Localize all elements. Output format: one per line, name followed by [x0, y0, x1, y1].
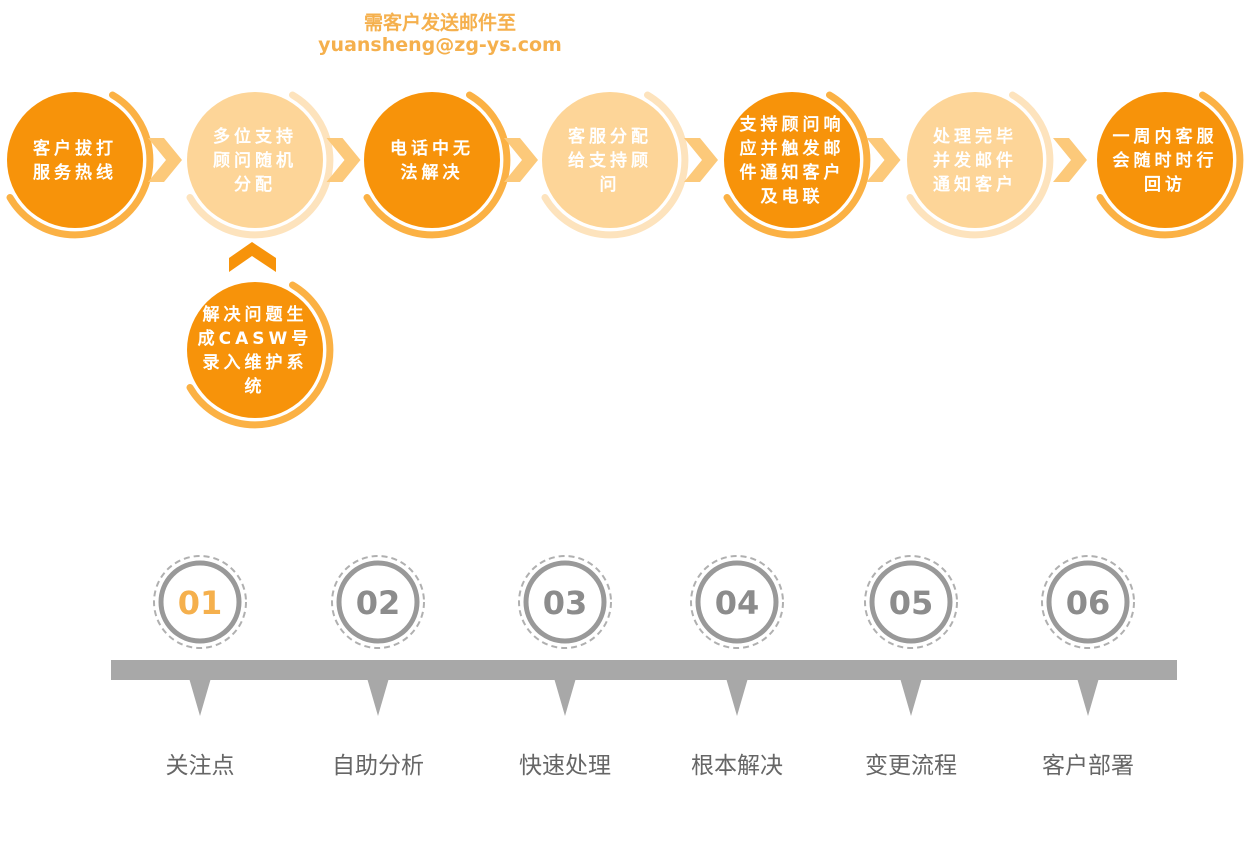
circle-ring — [6, 91, 154, 239]
email-note-title: 需客户发送邮件至 — [363, 12, 516, 34]
circle-text-line: 统 — [245, 376, 266, 397]
node-number: 01 — [178, 584, 223, 622]
node-pointer — [1077, 678, 1099, 716]
circle-text-line: 问 — [600, 174, 621, 195]
timeline-label: 变更流程 — [865, 753, 957, 779]
circle-text-line: 解决问题生 — [203, 304, 308, 325]
timeline-node-04: 04 — [690, 555, 784, 716]
circle-text-line: 服务热线 — [33, 162, 117, 183]
circle-text-line: 电话中无 — [390, 138, 474, 159]
timeline-node-01: 01 — [153, 555, 247, 716]
timeline-node-03: 03 — [518, 555, 612, 716]
node-number: 02 — [356, 584, 401, 622]
node-circle — [523, 560, 607, 644]
node-dashed-ring — [690, 555, 784, 649]
circle-text-line: 件通知客户 — [740, 162, 845, 183]
circle-fill — [542, 92, 678, 228]
circle-text-line: 录入维护系 — [203, 352, 308, 373]
circle-text-line: 及电联 — [761, 186, 824, 207]
node-circle — [1046, 560, 1130, 644]
arrow-chevron-icon — [148, 138, 182, 182]
circle-text-line: 给支持顾 — [568, 150, 652, 171]
circle-fill — [364, 92, 500, 228]
circle-text-line: 通知客户 — [933, 174, 1017, 195]
arrow-chevron-icon — [1053, 138, 1087, 182]
circle-fill — [724, 92, 860, 228]
node-dashed-ring — [518, 555, 612, 649]
node-pointer — [726, 678, 748, 716]
circle-ring — [1096, 91, 1244, 239]
node-number: 04 — [715, 584, 760, 622]
arrow-chevron-icon — [504, 138, 538, 182]
circle-fill — [1097, 92, 1233, 228]
circle-fill — [7, 92, 143, 228]
timeline-node-06: 06 — [1041, 555, 1135, 716]
node-circle — [158, 560, 242, 644]
node-number: 03 — [543, 584, 588, 622]
node-dashed-ring — [153, 555, 247, 649]
timeline-label: 快速处理 — [519, 753, 611, 779]
node-pointer — [554, 678, 576, 716]
circle-text-line: 一周内客服 — [1113, 126, 1218, 147]
circle-text-line: 应并触发邮 — [740, 138, 845, 159]
node-dashed-ring — [1041, 555, 1135, 649]
circle-text-line: 法解决 — [401, 162, 464, 183]
circle-text-line: 成CASW号 — [198, 328, 313, 349]
node-dashed-ring — [331, 555, 425, 649]
timeline-label: 自助分析 — [332, 753, 424, 779]
timeline-label: 客户部署 — [1042, 753, 1134, 779]
circle-text-line: 会随时时行 — [1113, 150, 1218, 171]
timeline-label: 根本解决 — [691, 753, 783, 779]
circle-text-line: 客服分配 — [567, 126, 652, 147]
timeline-node-05: 05 — [864, 555, 958, 716]
arrow-chevron-icon — [866, 138, 901, 182]
arrow-chevron-icon — [684, 138, 718, 182]
circle-text-line: 多位支持 — [213, 126, 297, 147]
circle-text-line: 回访 — [1144, 174, 1186, 195]
email-address: yuansheng@zg-ys.com — [318, 34, 562, 56]
circle-ring — [723, 91, 871, 239]
circle-ring — [541, 91, 689, 239]
circle-ring — [363, 91, 511, 239]
node-circle — [869, 560, 953, 644]
circle-fill — [187, 282, 323, 418]
circle-text-line: 并发邮件 — [933, 150, 1017, 171]
node-circle — [695, 560, 779, 644]
node-pointer — [367, 678, 389, 716]
circle-text-line: 分配 — [234, 175, 276, 195]
timeline-node-02: 02 — [331, 555, 425, 716]
circle-ring — [186, 91, 334, 239]
node-number: 05 — [889, 584, 934, 622]
circle-text-line: 客户拔打 — [32, 138, 117, 159]
up-arrow-icon — [229, 242, 276, 272]
node-dashed-ring — [864, 555, 958, 649]
node-circle — [336, 560, 420, 644]
circle-text-line: 支持顾问响 — [740, 114, 845, 135]
timeline-bar — [111, 660, 1177, 680]
circle-fill — [907, 92, 1043, 228]
circle-text-line: 处理完毕 — [932, 126, 1017, 147]
node-pointer — [900, 678, 922, 716]
circle-ring — [186, 281, 334, 429]
node-pointer — [189, 678, 211, 716]
arrow-chevron-icon — [326, 138, 361, 182]
circle-fill — [187, 92, 323, 228]
node-number: 06 — [1066, 584, 1111, 622]
circle-ring — [906, 91, 1054, 239]
timeline-label: 关注点 — [165, 753, 235, 779]
circle-text-line: 顾问随机 — [213, 150, 297, 171]
